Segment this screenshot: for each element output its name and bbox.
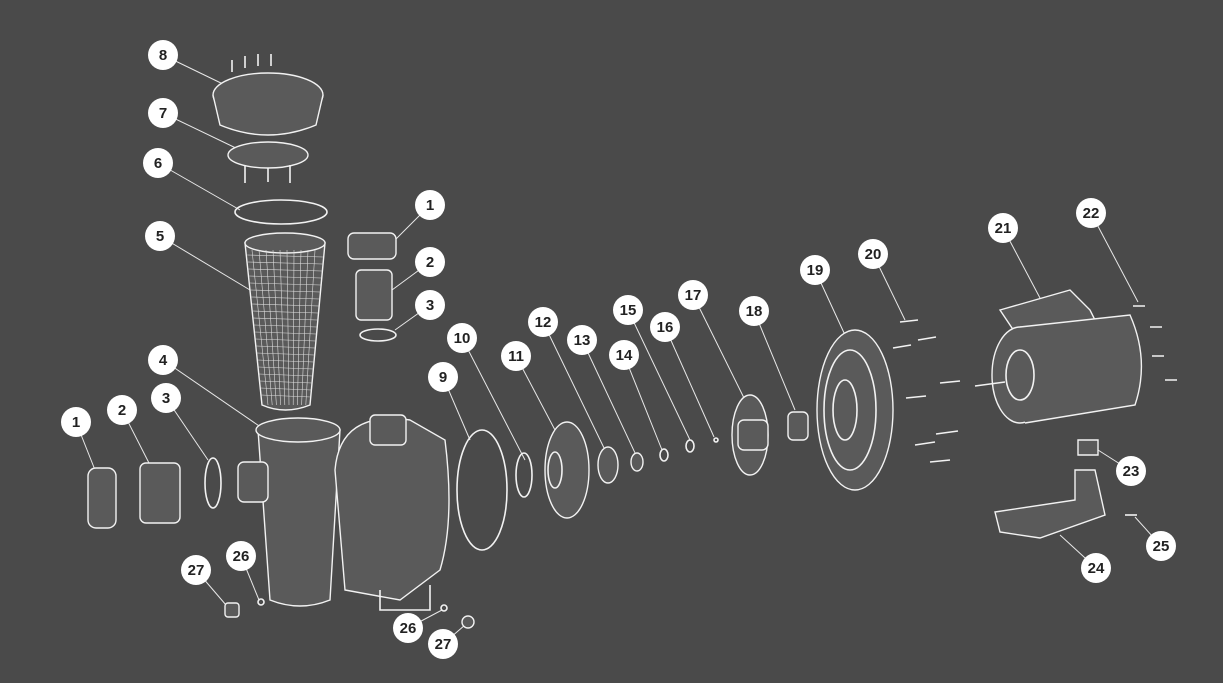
- part-base-bracket: [994, 469, 1106, 539]
- part-seal: [787, 411, 809, 441]
- leader-line: [461, 337, 526, 461]
- part-number-callout: 26: [393, 613, 423, 643]
- part-number-callout: 4: [148, 345, 178, 375]
- part-14: [659, 448, 669, 462]
- part-number-callout: 26: [226, 541, 256, 571]
- leader-line: [1090, 212, 1139, 303]
- leader-line: [692, 294, 746, 401]
- part-number-callout: 18: [739, 296, 769, 326]
- part-number-callout: 11: [501, 341, 531, 371]
- part-washer-right: [440, 604, 448, 612]
- part-seal-ring: [515, 452, 533, 498]
- leader-line: [753, 310, 796, 411]
- part-seal-plate: [816, 329, 894, 491]
- leader-line: [627, 309, 691, 441]
- part-number-callout: 3: [151, 383, 181, 413]
- part-number-callout: 16: [650, 312, 680, 342]
- part-screws: [1133, 305, 1177, 381]
- part-union-top: [347, 232, 397, 342]
- part-bolts: [892, 319, 961, 463]
- part-o-ring-diffuser: [456, 429, 508, 551]
- part-drain-plug-left: [224, 602, 240, 618]
- part-number-callout: 2: [415, 247, 445, 277]
- part-number-callout: 25: [1146, 531, 1176, 561]
- part-number-callout: 9: [428, 362, 458, 392]
- part-number-callout: 1: [61, 407, 91, 437]
- part-number-callout: 8: [148, 40, 178, 70]
- leader-line: [581, 339, 637, 456]
- part-number-callout: 23: [1116, 456, 1146, 486]
- part-cover: [227, 141, 309, 183]
- part-number-callout: 27: [181, 555, 211, 585]
- part-number-callout: 21: [988, 213, 1018, 243]
- part-number-callout: 14: [609, 340, 639, 370]
- part-16: [713, 437, 719, 443]
- part-number-callout: 19: [800, 255, 830, 285]
- part-drain-plug-right: [461, 615, 475, 629]
- part-number-callout: 24: [1081, 553, 1111, 583]
- part-number-callout: 1: [415, 190, 445, 220]
- part-number-callout: 15: [613, 295, 643, 325]
- part-number-callout: 6: [143, 148, 173, 178]
- part-number-callout: 5: [145, 221, 175, 251]
- leader-line: [623, 354, 663, 451]
- part-pump-housing: [237, 414, 450, 611]
- part-number-callout: 3: [415, 290, 445, 320]
- part-number-callout: 2: [107, 395, 137, 425]
- part-number-callout: 12: [528, 307, 558, 337]
- part-washer-left: [257, 598, 265, 606]
- part-diffuser: [544, 421, 590, 519]
- part-23: [1077, 439, 1099, 456]
- leader-line: [162, 359, 266, 431]
- part-number-callout: 20: [858, 239, 888, 269]
- part-lid: [212, 54, 324, 136]
- part-13: [630, 452, 644, 472]
- part-number-callout: 10: [447, 323, 477, 353]
- part-o-ring-lid: [234, 199, 328, 225]
- leader-line: [664, 326, 715, 438]
- leader-line: [159, 235, 251, 291]
- part-number-callout: 17: [678, 280, 708, 310]
- part-number-callout: 22: [1076, 198, 1106, 228]
- leader-line: [157, 162, 241, 211]
- part-strainer-basket: [244, 232, 326, 411]
- part-number-callout: 13: [567, 325, 597, 355]
- part-union-left: [87, 457, 222, 529]
- part-12: [597, 446, 619, 484]
- part-motor: [974, 289, 1143, 424]
- part-number-callout: 27: [428, 629, 458, 659]
- leader-line: [542, 321, 606, 451]
- part-number-callout: 7: [148, 98, 178, 128]
- part-15: [685, 439, 695, 453]
